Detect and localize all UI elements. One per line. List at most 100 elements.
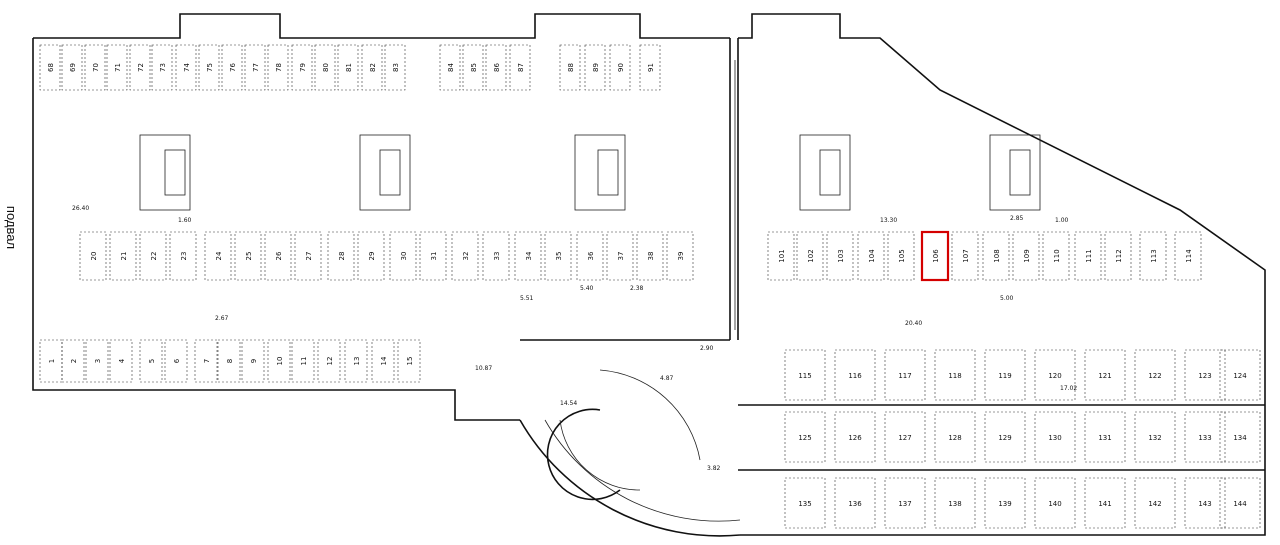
parking-space-75[interactable]: 75 <box>198 44 220 91</box>
parking-space-123[interactable]: 123 <box>1184 349 1226 401</box>
parking-space-103[interactable]: 103 <box>826 231 854 281</box>
parking-space-85[interactable]: 85 <box>462 44 484 91</box>
parking-space-114[interactable]: 114 <box>1174 231 1202 281</box>
parking-space-23[interactable]: 23 <box>169 231 197 281</box>
parking-space-82[interactable]: 82 <box>361 44 383 91</box>
parking-space-84[interactable]: 84 <box>439 44 461 91</box>
parking-space-108[interactable]: 108 <box>982 231 1010 281</box>
parking-space-77[interactable]: 77 <box>244 44 266 91</box>
parking-space-4[interactable]: 4 <box>109 339 133 383</box>
parking-space-112[interactable]: 112 <box>1104 231 1132 281</box>
parking-space-21[interactable]: 21 <box>109 231 137 281</box>
parking-space-14[interactable]: 14 <box>371 339 395 383</box>
parking-space-20[interactable]: 20 <box>79 231 107 281</box>
parking-space-7[interactable]: 7 <box>194 339 218 383</box>
parking-space-1[interactable]: 1 <box>39 339 63 383</box>
parking-space-132[interactable]: 132 <box>1134 411 1176 463</box>
parking-space-11[interactable]: 11 <box>291 339 315 383</box>
parking-space-37[interactable]: 37 <box>606 231 634 281</box>
parking-space-9[interactable]: 9 <box>241 339 265 383</box>
parking-space-139[interactable]: 139 <box>984 477 1026 529</box>
parking-space-124[interactable]: 124 <box>1219 349 1261 401</box>
parking-space-88[interactable]: 88 <box>559 44 581 91</box>
parking-space-125[interactable]: 125 <box>784 411 826 463</box>
parking-space-73[interactable]: 73 <box>151 44 173 91</box>
parking-space-113[interactable]: 113 <box>1139 231 1167 281</box>
parking-space-120[interactable]: 120 <box>1034 349 1076 401</box>
parking-space-8[interactable]: 8 <box>217 339 241 383</box>
parking-space-76[interactable]: 76 <box>221 44 243 91</box>
parking-space-13[interactable]: 13 <box>344 339 368 383</box>
parking-space-117[interactable]: 117 <box>884 349 926 401</box>
parking-space-28[interactable]: 28 <box>327 231 355 281</box>
parking-space-30[interactable]: 30 <box>389 231 417 281</box>
parking-space-39[interactable]: 39 <box>666 231 694 281</box>
parking-space-31[interactable]: 31 <box>419 231 447 281</box>
parking-space-81[interactable]: 81 <box>337 44 359 91</box>
parking-space-107[interactable]: 107 <box>951 231 979 281</box>
parking-space-101[interactable]: 101 <box>767 231 795 281</box>
parking-space-86[interactable]: 86 <box>485 44 507 91</box>
parking-space-122[interactable]: 122 <box>1134 349 1176 401</box>
parking-space-143[interactable]: 143 <box>1184 477 1226 529</box>
parking-space-128[interactable]: 128 <box>934 411 976 463</box>
parking-space-3[interactable]: 3 <box>85 339 109 383</box>
parking-space-29[interactable]: 29 <box>357 231 385 281</box>
parking-space-126[interactable]: 126 <box>834 411 876 463</box>
parking-space-129[interactable]: 129 <box>984 411 1026 463</box>
parking-space-69[interactable]: 69 <box>61 44 83 91</box>
parking-space-6[interactable]: 6 <box>164 339 188 383</box>
parking-space-106[interactable]: 106 <box>920 230 950 282</box>
parking-space-68[interactable]: 68 <box>39 44 61 91</box>
parking-space-80[interactable]: 80 <box>314 44 336 91</box>
parking-space-127[interactable]: 127 <box>884 411 926 463</box>
parking-space-12[interactable]: 12 <box>317 339 341 383</box>
parking-space-25[interactable]: 25 <box>234 231 262 281</box>
parking-space-38[interactable]: 38 <box>636 231 664 281</box>
parking-space-32[interactable]: 32 <box>451 231 479 281</box>
parking-space-137[interactable]: 137 <box>884 477 926 529</box>
parking-space-91[interactable]: 91 <box>639 44 661 91</box>
parking-space-144[interactable]: 144 <box>1219 477 1261 529</box>
parking-space-15[interactable]: 15 <box>397 339 421 383</box>
parking-space-104[interactable]: 104 <box>857 231 885 281</box>
parking-space-87[interactable]: 87 <box>509 44 531 91</box>
parking-space-89[interactable]: 89 <box>584 44 606 91</box>
parking-space-70[interactable]: 70 <box>84 44 106 91</box>
parking-space-83[interactable]: 83 <box>384 44 406 91</box>
parking-space-105[interactable]: 105 <box>887 231 915 281</box>
parking-space-5[interactable]: 5 <box>139 339 163 383</box>
parking-space-110[interactable]: 110 <box>1042 231 1070 281</box>
parking-space-111[interactable]: 111 <box>1074 231 1102 281</box>
parking-space-121[interactable]: 121 <box>1084 349 1126 401</box>
parking-space-134[interactable]: 134 <box>1219 411 1261 463</box>
parking-space-136[interactable]: 136 <box>834 477 876 529</box>
parking-space-72[interactable]: 72 <box>129 44 151 91</box>
parking-space-10[interactable]: 10 <box>267 339 291 383</box>
parking-space-27[interactable]: 27 <box>294 231 322 281</box>
parking-space-24[interactable]: 24 <box>204 231 232 281</box>
parking-space-131[interactable]: 131 <box>1084 411 1126 463</box>
parking-space-79[interactable]: 79 <box>291 44 313 91</box>
parking-space-141[interactable]: 141 <box>1084 477 1126 529</box>
parking-space-34[interactable]: 34 <box>514 231 542 281</box>
parking-space-74[interactable]: 74 <box>175 44 197 91</box>
parking-space-130[interactable]: 130 <box>1034 411 1076 463</box>
parking-space-90[interactable]: 90 <box>609 44 631 91</box>
parking-space-109[interactable]: 109 <box>1012 231 1040 281</box>
parking-space-140[interactable]: 140 <box>1034 477 1076 529</box>
parking-space-115[interactable]: 115 <box>784 349 826 401</box>
parking-space-138[interactable]: 138 <box>934 477 976 529</box>
parking-space-78[interactable]: 78 <box>267 44 289 91</box>
parking-space-118[interactable]: 118 <box>934 349 976 401</box>
parking-space-33[interactable]: 33 <box>482 231 510 281</box>
parking-space-142[interactable]: 142 <box>1134 477 1176 529</box>
parking-space-102[interactable]: 102 <box>796 231 824 281</box>
parking-space-22[interactable]: 22 <box>139 231 167 281</box>
parking-space-133[interactable]: 133 <box>1184 411 1226 463</box>
parking-space-26[interactable]: 26 <box>264 231 292 281</box>
parking-space-71[interactable]: 71 <box>106 44 128 91</box>
parking-space-35[interactable]: 35 <box>544 231 572 281</box>
parking-space-36[interactable]: 36 <box>576 231 604 281</box>
parking-space-116[interactable]: 116 <box>834 349 876 401</box>
